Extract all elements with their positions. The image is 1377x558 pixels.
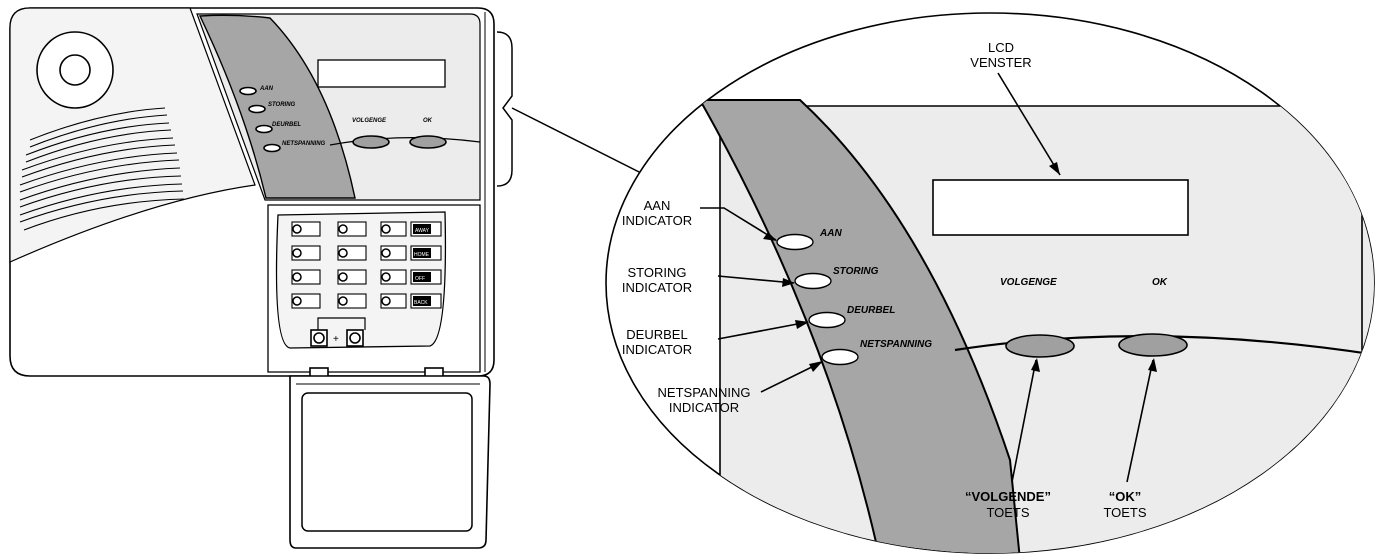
callout-ok-line2: TOETS: [1103, 505, 1146, 520]
speaker-grille: [19, 107, 185, 231]
led-label-storing: STORING: [833, 266, 879, 277]
small-button-label-volgenge: VOLGENGE: [352, 118, 387, 124]
zoom-led-strip: [698, 99, 1022, 553]
button-callouts: “VOLGENDE” TOETS “OK” TOETS: [965, 358, 1157, 520]
small-led-label-deurbel: DEURBEL: [272, 122, 301, 128]
led-deurbel-small: [255, 124, 273, 134]
callout-storing-line1: STORING: [628, 265, 687, 280]
button-label-ok: OK: [1152, 277, 1168, 288]
led-strip: [198, 14, 356, 199]
button-label-volgenge: VOLGENGE: [1000, 277, 1057, 288]
zoom-labels: AAN STORING DEURBEL NETSPANNING VOLGENGE…: [819, 228, 1168, 350]
indicator-callouts: AAN INDICATOR STORING INDICATOR DEURBEL …: [622, 198, 823, 415]
callout-deurbel-line2: INDICATOR: [622, 342, 692, 357]
small-key-label-off: OFF: [415, 276, 425, 282]
next-button-small: [352, 135, 390, 149]
led-netspanning: [821, 348, 859, 366]
callout-volgende-line1: “VOLGENDE”: [965, 489, 1051, 504]
lcd-callout-line1: LCD: [988, 40, 1014, 55]
callout-volgende-line2: TOETS: [986, 505, 1029, 520]
led-label-netspanning: NETSPANNING: [860, 339, 932, 350]
callout-netspanning-line1: NETSPANNING: [658, 385, 751, 400]
small-key-label-away: AWAY: [415, 228, 430, 234]
callout-ok-line1: “OK”: [1109, 489, 1142, 504]
led-aan-small: [239, 86, 257, 96]
small-led-label-netspanning: NETSPANNING: [282, 141, 326, 147]
zoom-bracket: [496, 31, 656, 187]
led-storing: [794, 272, 832, 290]
callout-netspanning-line2: INDICATOR: [669, 400, 739, 415]
callout-storing-line2: INDICATOR: [622, 280, 692, 295]
led-aan: [776, 233, 814, 251]
control-panel-unit: +: [9, 7, 495, 549]
lcd-window: [932, 179, 1189, 236]
small-key-label-home: HOME: [414, 252, 430, 258]
lcd-callout: LCD VENSTER: [970, 40, 1061, 176]
small-button-label-ok: OK: [423, 118, 433, 124]
small-panel-labels: AAN STORING DEURBEL NETSPANNING VOLGENGE…: [259, 86, 433, 306]
led-netspanning-small: [263, 143, 281, 153]
led-deurbel: [808, 311, 846, 329]
callout-aan-line1: AAN: [644, 198, 671, 213]
led-label-deurbel: DEURBEL: [847, 305, 895, 316]
callout-deurbel-line1: DEURBEL: [626, 327, 687, 342]
flap-window: [301, 392, 473, 532]
callout-aan-line2: INDICATOR: [622, 213, 692, 228]
svg-text:+: +: [333, 334, 339, 345]
small-key-label-back: BACK: [414, 300, 428, 306]
small-led-label-storing: STORING: [268, 102, 296, 108]
ok-button: [1118, 333, 1188, 357]
led-label-aan: AAN: [819, 228, 842, 239]
ok-button-small: [409, 135, 447, 149]
lcd-callout-line2: VENSTER: [970, 55, 1031, 70]
lcd-window-small: [317, 59, 446, 88]
led-storing-small: [248, 104, 266, 114]
small-led-label-aan: AAN: [259, 86, 274, 92]
next-button: [1005, 334, 1075, 358]
